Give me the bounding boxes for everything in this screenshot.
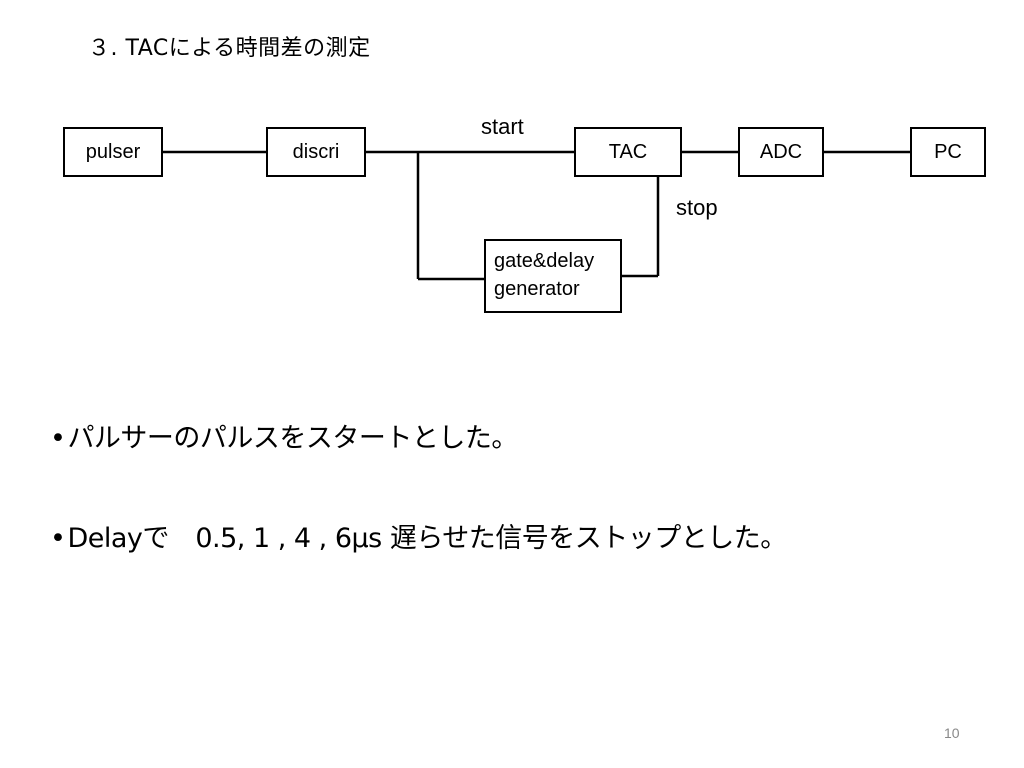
bullet-item-2: •Delayで 0.5, 1 , 4 , 6μs 遅らせた信号をストップとした。 [50, 516, 787, 555]
block-diagram [162, 150, 912, 281]
pulser-label: pulser [85, 141, 141, 163]
pulser-box: pulser [63, 127, 163, 177]
start-label: start [481, 114, 524, 139]
adc-box: ADC [738, 127, 824, 177]
page-number: 10 [944, 725, 960, 741]
bullet-item-1: •パルサーのパルスをスタートとした。 [50, 416, 518, 455]
bullet-text: パルサーのパルスをスタートとした。 [67, 423, 518, 454]
pc-label: PC [934, 141, 962, 163]
tac-box: TAC [574, 127, 682, 177]
gate-delay-line1: gate&delay [494, 250, 595, 272]
discri-box: discri [266, 127, 366, 177]
stop-label: stop [676, 195, 718, 220]
slide-title: ３. TACによる時間差の測定 [88, 36, 371, 61]
bullet-dot: • [50, 523, 66, 554]
discri-label: discri [292, 141, 340, 163]
gate-delay-generator-box: gate&delay generator [484, 239, 622, 313]
pc-box: PC [910, 127, 986, 177]
tac-label: TAC [608, 141, 648, 163]
bullet-dot: • [50, 423, 66, 454]
bullet-text: Delayで 0.5, 1 , 4 , 6μs 遅らせた信号をストップとした。 [67, 523, 787, 554]
adc-label: ADC [759, 141, 803, 163]
gate-delay-line2: generator [494, 278, 580, 300]
